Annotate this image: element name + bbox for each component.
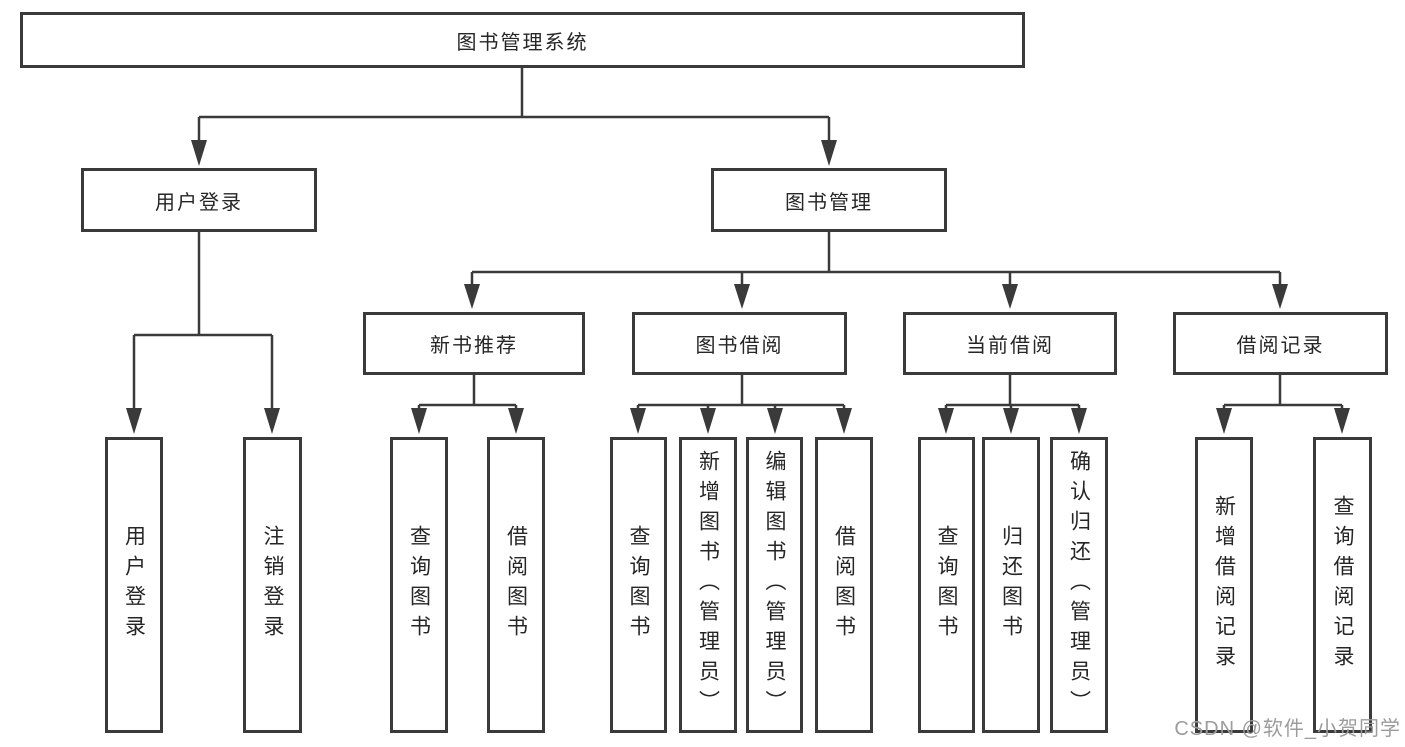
leaf-logout: 注销登录 [243,437,302,733]
leaf-query-books-3-label: 查询图书 [935,525,958,645]
node-book-borrow: 图书借阅 [632,312,847,375]
node-new-book-recommend-label: 新书推荐 [430,335,518,357]
node-root-label: 图书管理系统 [456,31,589,54]
leaf-confirm-return-admin-label: 确认归还（管理员） [1067,450,1091,720]
leaf-confirm-return-admin: 确认归还（管理员） [1050,437,1108,733]
node-book-borrow-label: 图书借阅 [695,335,784,357]
leaf-query-books-2-label: 查询图书 [627,525,650,645]
leaf-query-books-1-label: 查询图书 [407,525,431,645]
leaf-user-login-label: 用户登录 [122,525,146,645]
leaf-borrow-books-2: 借阅图书 [815,437,873,733]
node-current-borrow-label: 当前借阅 [966,335,1054,357]
leaf-add-borrow-record-label: 新增借阅记录 [1212,495,1236,675]
leaf-add-borrow-record: 新增借阅记录 [1195,437,1253,733]
node-root: 图书管理系统 [20,12,1025,68]
node-borrow-records-label: 借阅记录 [1236,335,1325,357]
leaf-borrow-books-2-label: 借阅图书 [832,525,856,645]
leaf-borrow-books-1-label: 借阅图书 [504,525,528,645]
csdn-watermark: CSDN @软件_小贺同学 [1174,718,1401,740]
node-new-book-recommend: 新书推荐 [363,312,585,375]
node-user-login: 用户登录 [81,168,317,232]
leaf-add-books-admin-label: 新增图书（管理员） [696,450,720,720]
node-book-management: 图书管理 [711,168,947,232]
leaf-user-login: 用户登录 [105,437,163,733]
leaf-borrow-books-1: 借阅图书 [487,437,545,733]
leaf-edit-books-admin-label: 编辑图书（管理员） [763,450,786,720]
leaf-return-books: 归还图书 [982,437,1040,733]
leaf-edit-books-admin: 编辑图书（管理员） [746,437,803,733]
leaf-query-books-2: 查询图书 [610,437,667,733]
leaf-add-books-admin: 新增图书（管理员） [679,437,737,733]
node-user-login-label: 用户登录 [155,191,243,214]
leaf-return-books-label: 归还图书 [999,525,1023,645]
leaf-query-books-3: 查询图书 [918,437,975,733]
leaf-query-borrow-record-label: 查询借阅记录 [1331,495,1354,675]
node-book-management-label: 图书管理 [785,191,873,214]
leaf-query-borrow-record: 查询借阅记录 [1313,437,1372,733]
leaf-logout-label: 注销登录 [261,525,284,645]
node-borrow-records: 借阅记录 [1173,312,1388,375]
node-current-borrow: 当前借阅 [903,312,1117,375]
leaf-query-books-1: 查询图书 [390,437,448,733]
